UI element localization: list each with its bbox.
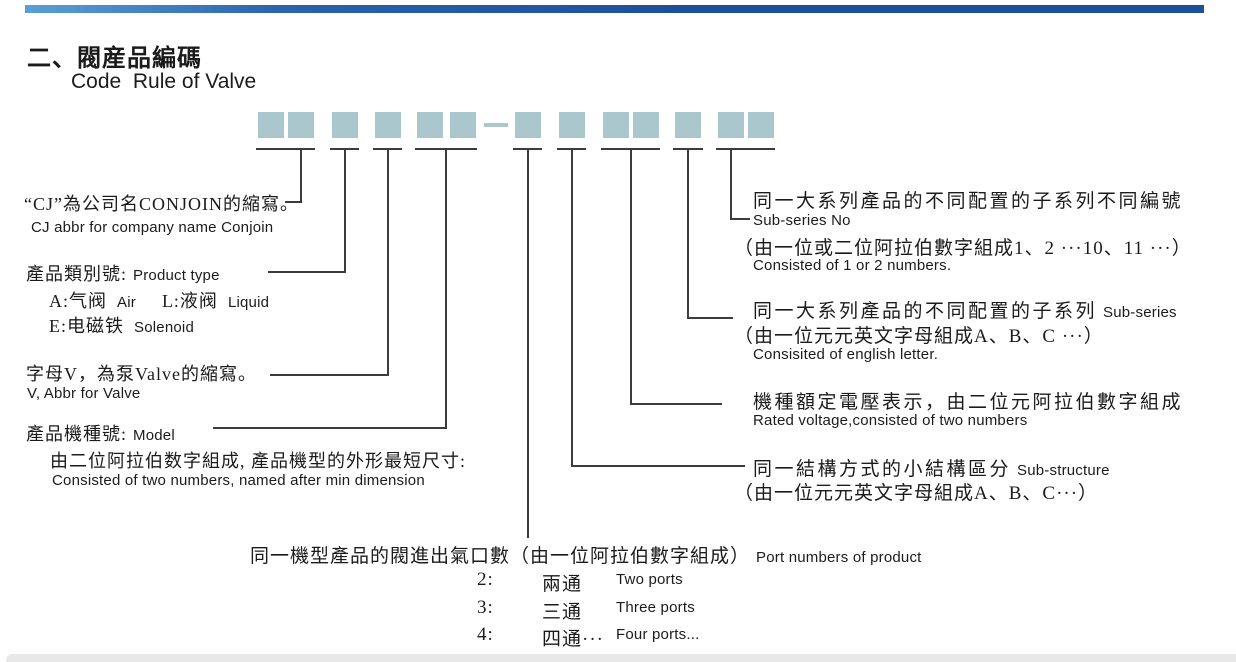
- connector-ports: [527, 150, 529, 538]
- sub-structure-en: Sub-structure: [1017, 462, 1110, 479]
- code-box: [417, 112, 443, 138]
- port-code: 3:: [477, 597, 494, 618]
- connector-valve-abbr: [387, 150, 389, 376]
- group-underline: [673, 148, 703, 150]
- sub-series-paren: （由一位元元英文字母組成A、B、C ···）: [734, 326, 1104, 347]
- connector-sub-series-no-arm: [730, 218, 750, 220]
- page-title: 二、閥産品編碼: [27, 45, 202, 72]
- product-type-options-1: A:气阀 Air L:液阀 Liquid: [49, 287, 269, 313]
- model-desc-en: Consisted of two numbers, named after mi…: [52, 472, 425, 489]
- port-en: Four ports...: [616, 626, 700, 643]
- port-code: 2:: [477, 569, 494, 590]
- sub-series-no-en: Sub-series No: [753, 212, 851, 229]
- product-type-heading: 產品類別號: Product type: [26, 260, 220, 286]
- code-box: [675, 112, 701, 138]
- port-en: Three ports: [616, 599, 695, 616]
- sub-structure-zh: 同一結構方式的小結構區分: [753, 459, 1012, 480]
- code-box: [718, 112, 744, 138]
- connector-cj-hook: [285, 201, 302, 203]
- connector-product-type-arm: [268, 271, 346, 273]
- option-liquid-zh: L:液阀: [161, 291, 218, 311]
- group-underline: [716, 148, 775, 150]
- valve-abbr-zh: 字母V，為泵Valve的縮寫。: [26, 364, 257, 384]
- model-desc-zh: 由二位阿拉伯数字組成, 產品機型的外形最短尺寸:: [50, 451, 466, 471]
- code-box: [633, 112, 659, 138]
- footer-strip: [6, 654, 1236, 662]
- sub-series-heading: 同一大系列產品的不同配置的子系列 Sub-series: [753, 296, 1177, 323]
- code-separator-dash: [484, 123, 508, 127]
- option-liquid-en: Liquid: [227, 294, 270, 311]
- cj-note-en: CJ abbr for company name Conjoin: [31, 219, 274, 236]
- option-air-en: Air: [117, 294, 136, 311]
- connector-rated-voltage-arm: [630, 403, 722, 405]
- code-box: [748, 112, 774, 138]
- code-box: [559, 112, 585, 138]
- port-zh: 兩通: [542, 574, 583, 595]
- connector-rated-voltage: [630, 150, 632, 405]
- port-en: Two ports: [616, 571, 683, 588]
- connector-valve-abbr-arm: [270, 374, 389, 376]
- connector-product-type: [344, 150, 346, 273]
- model-heading: 產品機種號: Model: [26, 420, 175, 446]
- code-box: [450, 112, 476, 138]
- group-underline: [330, 148, 359, 150]
- port-section-en: Port numbers of product: [756, 549, 922, 566]
- sub-series-en: Sub-series: [1103, 304, 1177, 321]
- connector-sub-series-arm: [687, 317, 733, 319]
- sub-structure-heading: 同一結構方式的小結構區分 Sub-structure: [753, 454, 1110, 481]
- valve-abbr-en: V, Abbr for Valve: [27, 385, 141, 402]
- connector-sub-structure: [571, 150, 573, 467]
- connector-model-arm: [213, 427, 447, 429]
- cj-note-zh: “CJ”為公司名CONJOIN的縮寫。: [24, 194, 299, 214]
- group-underline: [601, 148, 660, 150]
- option-solenoid-zh: E:电磁铁: [49, 316, 124, 336]
- port-code: 4:: [477, 624, 494, 645]
- sub-series-zh: 同一大系列產品的不同配置的子系列: [753, 301, 1098, 322]
- code-box: [332, 112, 358, 138]
- connector-cj: [300, 150, 302, 203]
- option-solenoid-en: Solenoid: [134, 319, 194, 336]
- page-subtitle: Code Rule of Valve: [71, 70, 257, 93]
- header-accent-bar: [25, 5, 1204, 13]
- connector-sub-series: [687, 150, 689, 319]
- port-section-zh: 同一機型產品的閥進出氣口數（由一位阿拉伯數字組成）: [250, 546, 751, 567]
- model-en: Model: [133, 427, 175, 444]
- group-underline: [373, 148, 402, 150]
- code-box: [603, 112, 629, 138]
- port-section-heading: 同一機型產品的閥進出氣口數（由一位阿拉伯數字組成） Port numbers of…: [250, 541, 922, 568]
- product-type-zh: 產品類別號:: [26, 264, 128, 284]
- product-type-en: Product type: [133, 267, 220, 284]
- group-underline: [513, 148, 542, 150]
- code-box: [258, 112, 284, 138]
- code-box: [375, 112, 401, 138]
- code-box: [515, 112, 541, 138]
- connector-sub-structure-arm: [571, 465, 745, 467]
- connector-model: [445, 150, 447, 429]
- sub-series-no-zh: 同一大系列產品的不同配置的子系列不同編號: [753, 191, 1184, 212]
- sub-structure-paren: （由一位元元英文字母組成A、B、C···）: [734, 483, 1099, 504]
- rated-voltage-zh: 機種額定電壓表示，由二位元阿拉伯數字組成: [753, 392, 1184, 413]
- option-air-zh: A:气阀: [49, 291, 107, 311]
- model-zh: 產品機種號:: [26, 424, 128, 444]
- port-zh: 三通: [542, 602, 583, 623]
- rated-voltage-en: Rated voltage,consisted of two numbers: [753, 412, 1028, 429]
- group-underline: [256, 148, 315, 150]
- group-underline: [415, 148, 477, 150]
- code-box: [288, 112, 314, 138]
- product-type-options-2: E:电磁铁 Solenoid: [49, 312, 194, 338]
- sub-series-no-paren: （由一位或二位阿拉伯數字組成1、2 ···10、11 ···）: [734, 238, 1192, 259]
- port-zh: 四通···: [542, 629, 604, 650]
- connector-sub-series-no: [730, 150, 732, 220]
- sub-series-note: Consisited of english letter.: [753, 346, 939, 363]
- sub-series-no-note: Consisted of 1 or 2 numbers.: [753, 257, 952, 274]
- group-underline: [557, 148, 586, 150]
